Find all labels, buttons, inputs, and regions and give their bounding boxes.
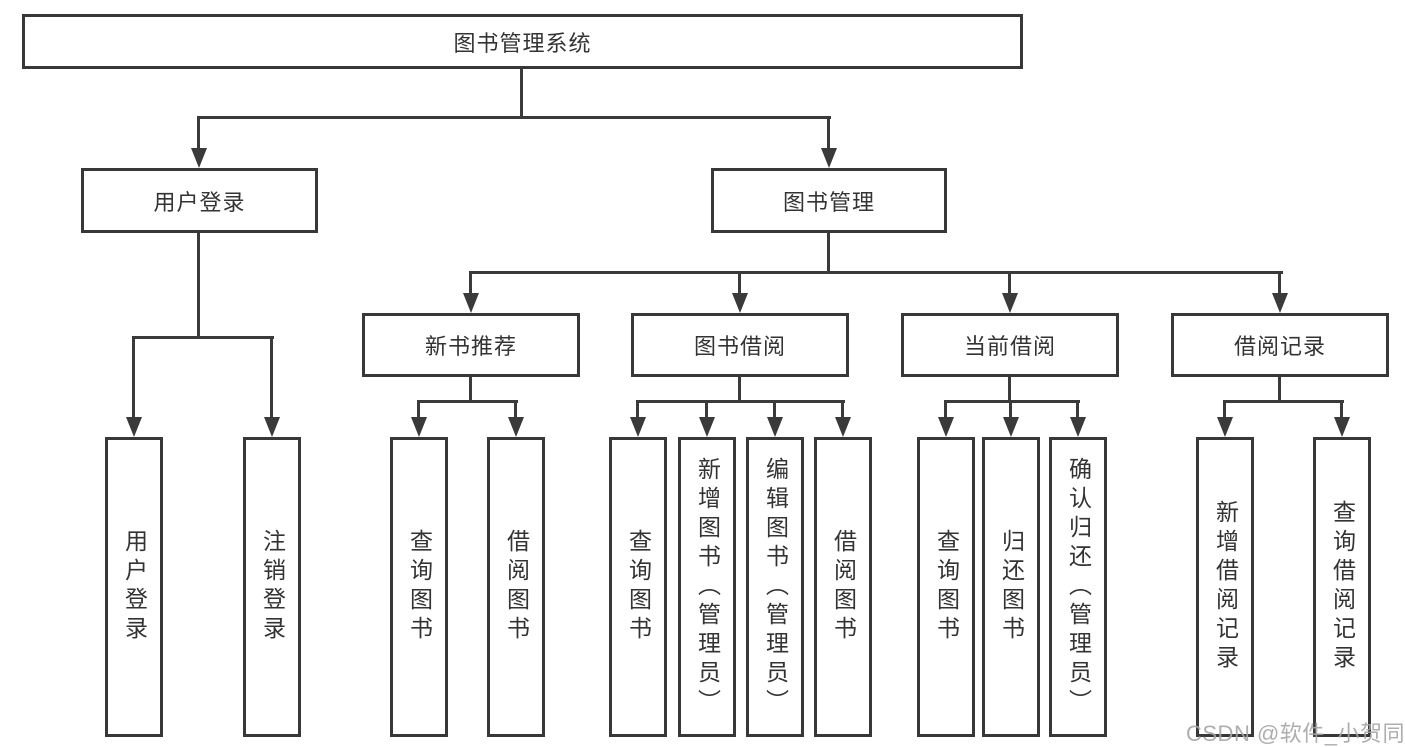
connector-line — [738, 271, 741, 296]
connector-line — [469, 271, 472, 296]
connector-line — [944, 400, 1080, 403]
node-book-borrow: 图书借阅 — [631, 313, 849, 377]
connector-line — [197, 233, 200, 339]
leaf-edit-books-admin: 编辑图书（管理员） — [746, 437, 804, 737]
connector-line — [705, 400, 708, 419]
leaf-query-borrow-record: 查询借阅记录 — [1313, 437, 1371, 737]
node-library-system: 图书管理系统 — [22, 14, 1023, 69]
connector-line — [197, 116, 831, 119]
node-current-borrow: 当前借阅 — [901, 313, 1119, 377]
arrow-down-icon — [191, 148, 207, 168]
arrow-down-icon — [126, 417, 142, 437]
arrow-down-icon — [411, 417, 427, 437]
connector-line — [827, 116, 830, 150]
arrow-down-icon — [1272, 293, 1288, 313]
arrow-down-icon — [767, 417, 783, 437]
arrow-down-icon — [1003, 417, 1019, 437]
leaf-confirm-return-admin: 确认归还（管理员） — [1049, 437, 1107, 737]
arrow-down-icon — [508, 417, 524, 437]
leaf-query-books-current: 查询图书 — [917, 437, 975, 737]
arrow-down-icon — [630, 417, 646, 437]
leaf-logout: 注销登录 — [243, 437, 301, 737]
connector-line — [738, 377, 741, 403]
connector-line — [469, 377, 472, 403]
connector-line — [1008, 377, 1011, 403]
connector-line — [132, 336, 274, 339]
leaf-return-books: 归还图书 — [982, 437, 1040, 737]
leaf-borrow-books: 借阅图书 — [814, 437, 872, 737]
connector-line — [1009, 400, 1012, 419]
connector-line — [1223, 400, 1344, 403]
arrow-down-icon — [1217, 417, 1233, 437]
connector-line — [469, 271, 1283, 274]
arrow-down-icon — [938, 417, 954, 437]
arrow-down-icon — [264, 417, 280, 437]
arrow-down-icon — [699, 417, 715, 437]
connector-line — [132, 336, 135, 420]
connector-line — [1008, 271, 1011, 296]
leaf-query-books-recommend: 查询图书 — [390, 437, 448, 737]
leaf-query-books-borrow: 查询图书 — [609, 437, 667, 737]
node-borrow-records: 借阅记录 — [1171, 313, 1389, 377]
leaf-user-login: 用户登录 — [105, 437, 163, 737]
connector-line — [1223, 400, 1226, 419]
connector-line — [773, 400, 776, 419]
node-new-book-recommend: 新书推荐 — [362, 313, 580, 377]
connector-line — [841, 400, 844, 419]
arrow-down-icon — [1070, 417, 1086, 437]
connector-line — [1278, 377, 1281, 403]
node-book-management: 图书管理 — [711, 168, 947, 233]
connector-line — [417, 400, 518, 403]
connector-line — [417, 400, 420, 419]
arrow-down-icon — [821, 148, 837, 168]
connector-line — [944, 400, 947, 419]
leaf-add-borrow-record: 新增借阅记录 — [1196, 437, 1254, 737]
arrow-down-icon — [835, 417, 851, 437]
connector-line — [197, 116, 200, 150]
connector-line — [1278, 271, 1281, 296]
connector-line — [636, 400, 639, 419]
connector-line — [520, 69, 523, 118]
node-user-login: 用户登录 — [81, 168, 318, 233]
arrow-down-icon — [1002, 293, 1018, 313]
arrow-down-icon — [463, 293, 479, 313]
arrow-down-icon — [732, 293, 748, 313]
arrow-down-icon — [1334, 417, 1350, 437]
connector-line — [827, 233, 830, 274]
leaf-borrow-books-recommend: 借阅图书 — [487, 437, 545, 737]
connector-line — [514, 400, 517, 419]
connector-line — [636, 400, 845, 403]
connector-line — [270, 336, 273, 420]
watermark: CSDN @软件_小贺同学 — [1186, 721, 1405, 746]
leaf-add-books-admin: 新增图书（管理员） — [678, 437, 736, 737]
connector-line — [1340, 400, 1343, 419]
connector-line — [1076, 400, 1079, 419]
